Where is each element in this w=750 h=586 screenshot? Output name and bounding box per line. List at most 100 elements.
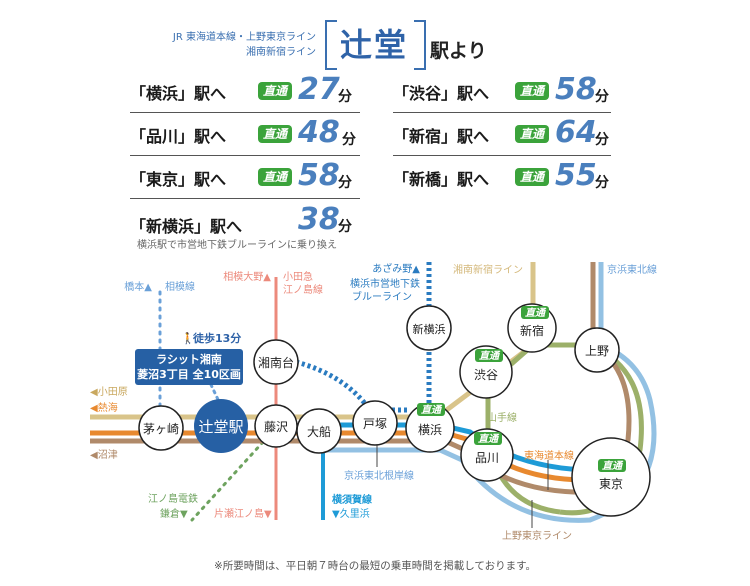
label-shonan-shinjuku: 湘南新宿ライン	[453, 263, 523, 276]
direct-badge: 直通	[421, 404, 443, 416]
label-sagami-ono: 相模大野▲	[223, 270, 271, 283]
station-label: 品川	[475, 451, 499, 465]
route-minutes: 55	[555, 158, 597, 193]
route-row: 「品川」駅へ 直通 48 分	[130, 115, 360, 156]
station-label: 戸塚	[363, 417, 387, 431]
property-name-1: ラシット湘南	[156, 352, 222, 366]
station-label: 茅ヶ崎	[143, 422, 179, 436]
bracket-right	[414, 20, 426, 70]
station-label: 上野	[585, 344, 609, 358]
route-row: 「東京」駅へ 直通 58 分	[130, 158, 360, 199]
direct-badge: 直通	[525, 307, 547, 319]
header-station: 辻堂	[340, 26, 409, 64]
station-chigasaki[interactable]: 茅ヶ崎	[138, 405, 184, 451]
route-minutes: 38	[298, 202, 340, 237]
station-tokyo[interactable]: 直通 東京	[571, 437, 651, 517]
bracket-left	[325, 20, 337, 70]
route-destination: 「新横浜」駅へ	[130, 217, 243, 236]
station-shibuya[interactable]: 直通 渋谷	[459, 345, 513, 399]
label-odawara[interactable]: ◀小田原	[90, 386, 128, 398]
label-sagami-line: 相模線	[165, 280, 195, 293]
property-name-2: 菱沼3丁目 全10区画	[137, 367, 241, 381]
label-kamakura[interactable]: 鎌倉▼	[160, 507, 188, 520]
direct-badge: 直通	[479, 350, 501, 362]
route-unit: 分	[338, 175, 352, 191]
route-destination: 「渋谷」駅へ	[393, 84, 490, 103]
label-ueno-tokyo: 上野東京ライン	[502, 529, 572, 542]
station-label: 大船	[307, 425, 331, 439]
route-row: 「横浜」駅へ 直通 27 分	[130, 72, 360, 113]
blue-line-shonandai	[295, 359, 373, 412]
route-minutes: 48	[298, 115, 340, 150]
label-numazu[interactable]: ◀沼津	[90, 448, 118, 461]
direct-badge: 直通	[258, 82, 293, 100]
direct-badge: 直通	[602, 460, 624, 472]
label-yokosuka-line: 横須賀線	[332, 493, 372, 506]
station-label: 新宿	[520, 323, 544, 338]
station-label: 渋谷	[474, 368, 498, 382]
station-ofuna[interactable]: 大船	[296, 408, 342, 454]
property-callout[interactable]: 徒歩13分 🚶 ラシット湘南 菱沼3丁目 全10区画	[135, 331, 243, 385]
direct-badge: 直通	[515, 125, 550, 143]
route-minutes: 64	[555, 115, 597, 150]
label-tokaido: 東海道本線	[524, 449, 574, 462]
route-minutes: 27	[298, 72, 340, 107]
station-tsujido[interactable]: 辻堂駅	[194, 399, 248, 453]
label-enoshima-line: 江ノ島線	[283, 283, 323, 296]
route-row: 「渋谷」駅へ 直通 58 分	[393, 72, 611, 113]
direct-badge: 直通	[258, 125, 293, 143]
footnote: ※所要時間は、平日朝７時台の最短の乗車時間を掲載しております。	[213, 560, 537, 572]
station-shinyokohama[interactable]: 新横浜	[406, 305, 452, 351]
route-unit: 分	[338, 219, 352, 235]
route-destination: 「横浜」駅へ	[130, 84, 227, 103]
route-minutes: 58	[555, 72, 597, 107]
label-keihin-negishi: 京浜東北根岸線	[344, 469, 414, 482]
station-yokohama[interactable]: 直通 横浜	[405, 403, 455, 453]
station-shinjuku[interactable]: 直通 新宿	[507, 303, 557, 353]
route-row: 「新宿」駅へ 直通 64 分	[393, 115, 611, 156]
direct-badge: 直通	[515, 82, 550, 100]
station-label: 藤沢	[264, 420, 288, 434]
header-suffix: 駅より	[430, 40, 487, 62]
direct-badge: 直通	[478, 433, 500, 445]
route-destination: 「東京」駅へ	[130, 170, 227, 189]
route-destination: 「新宿」駅へ	[393, 127, 490, 146]
label-kurihama[interactable]: ▼久里浜	[332, 508, 370, 520]
route-minutes: 58	[298, 158, 340, 193]
route-unit: 分	[595, 175, 609, 191]
station-label: 横浜	[418, 423, 442, 437]
route-row: 「新横浜」駅へ 38 分	[130, 201, 360, 241]
station-label: 東京	[599, 477, 623, 491]
station-ueno[interactable]: 上野	[574, 327, 620, 373]
walk-icon: 🚶	[181, 332, 195, 345]
station-shinagawa[interactable]: 直通 品川	[460, 428, 514, 482]
station-shonandai[interactable]: 湘南台	[253, 339, 299, 385]
route-destination: 「品川」駅へ	[130, 127, 227, 146]
label-odakyu: 小田急	[283, 270, 313, 283]
label-azamino: あざみ野▲	[372, 262, 420, 275]
station-label: 新横浜	[413, 322, 446, 336]
enoden-line	[190, 440, 265, 522]
station-fujisawa[interactable]: 藤沢	[254, 404, 298, 448]
label-blue-line-1: 横浜市営地下鉄	[350, 277, 420, 290]
label-blue-line-2: ブルーライン	[352, 290, 412, 303]
label-enoden: 江ノ島電鉄	[148, 492, 198, 505]
label-yamanote: 山手線	[487, 411, 517, 424]
label-atami[interactable]: ◀熱海	[90, 401, 118, 414]
station-label: 湘南台	[258, 355, 294, 370]
direct-badge: 直通	[515, 168, 550, 186]
route-unit: 分	[338, 89, 352, 105]
header-lines-2: 湘南新宿ライン	[246, 47, 316, 58]
direct-badge: 直通	[258, 168, 293, 186]
route-row: 「新橋」駅へ 直通 55 分	[393, 158, 611, 198]
label-katase[interactable]: 片瀬江ノ島▼	[214, 507, 272, 520]
station-label: 辻堂駅	[198, 418, 243, 436]
label-keihin-tohoku: 京浜東北線	[607, 263, 657, 276]
label-hashimoto: 橋本▲	[124, 280, 152, 293]
route-unit: 分	[595, 89, 609, 105]
route-transfer-note: 横浜駅で市営地下鉄ブルーラインに乗り換え	[137, 240, 337, 251]
header-lines-1: JR 東海道本線・上野東京ライン	[172, 32, 316, 43]
route-unit: 分	[342, 132, 356, 148]
route-destination: 「新橋」駅へ	[393, 170, 490, 189]
station-totsuka[interactable]: 戸塚	[352, 400, 398, 446]
